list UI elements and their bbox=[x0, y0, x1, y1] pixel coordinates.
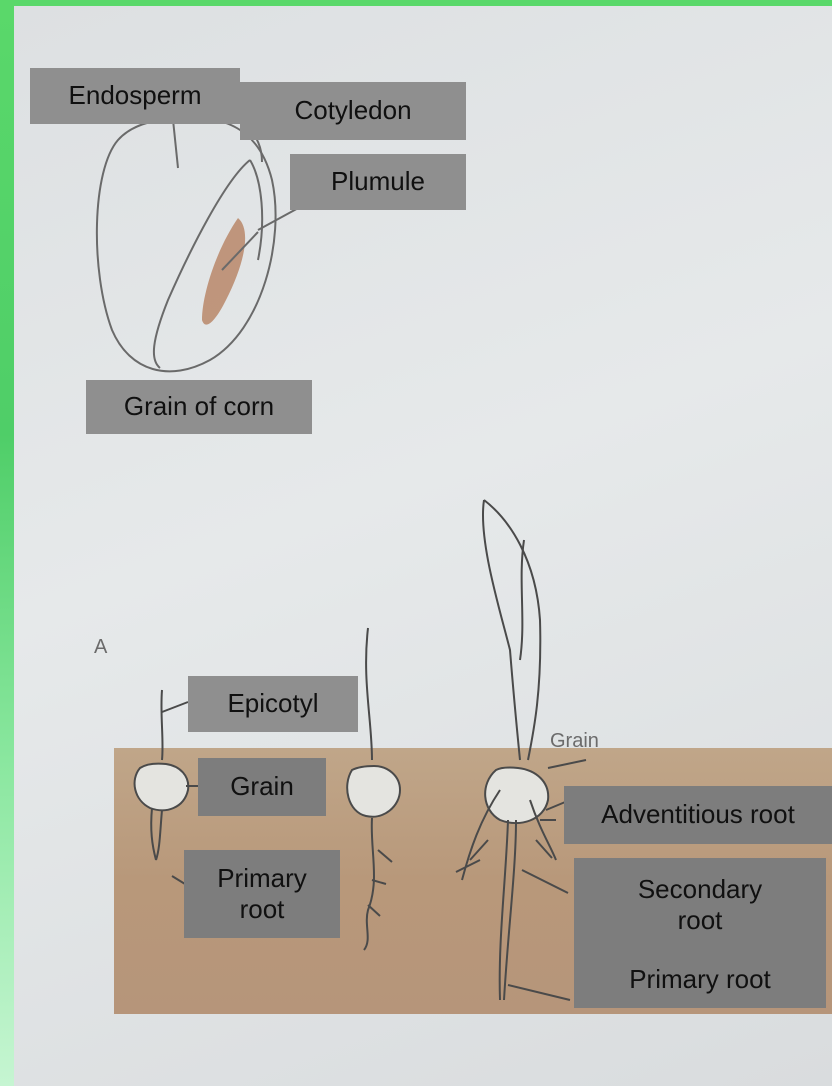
label-grain: Grain bbox=[198, 758, 326, 816]
plumule-shape bbox=[202, 218, 245, 325]
label-primary-root-left: Primary root bbox=[184, 850, 340, 938]
label-grain-of-corn: Grain of corn bbox=[86, 380, 312, 434]
label-plumule: Plumule bbox=[290, 154, 466, 210]
label-adventitious-root: Adventitious root bbox=[564, 786, 832, 844]
label-secondary-root: Secondary root bbox=[574, 858, 826, 952]
epicotyl-pointer bbox=[162, 702, 188, 712]
printed-grain-caption: Grain bbox=[550, 730, 599, 753]
figure-letter: A bbox=[94, 636, 107, 659]
label-epicotyl: Epicotyl bbox=[188, 676, 358, 732]
label-cotyledon: Cotyledon bbox=[240, 82, 466, 140]
corn-grain-illustration bbox=[97, 110, 302, 371]
label-endosperm: Endosperm bbox=[30, 68, 240, 124]
label-primary-root-right: Primary root bbox=[574, 952, 826, 1008]
